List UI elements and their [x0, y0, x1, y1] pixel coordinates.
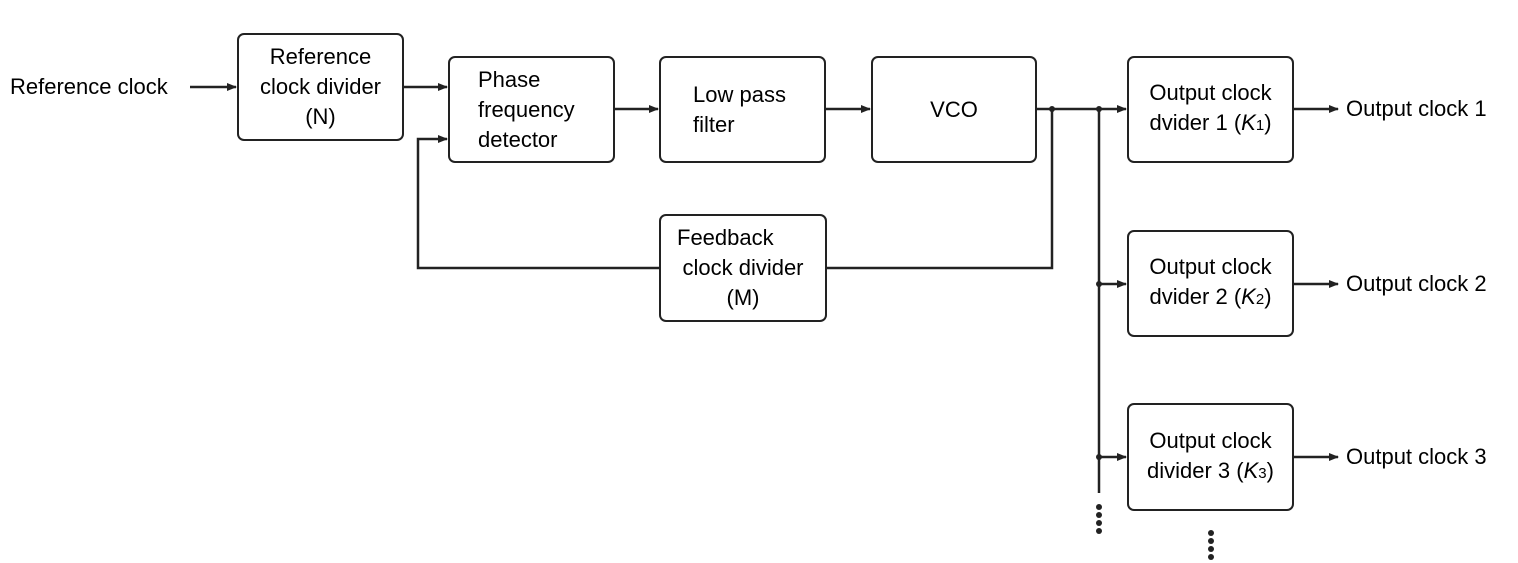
wire-feedback-left — [416, 135, 659, 270]
junction-dot-bus-1 — [1096, 106, 1102, 112]
output-clock-1-label: Output clock 1 — [1346, 96, 1487, 121]
out-div-1-line-1: Output clock — [1149, 80, 1272, 105]
vco-block: VCO — [871, 56, 1037, 163]
output-clock-divider-2-block: Output clock dvider 2 (K2) — [1127, 230, 1294, 337]
reference-clock-divider-block: Reference clock divider (N) — [237, 33, 404, 141]
ref-divider-line-1: Reference — [269, 44, 372, 69]
bus-continuation-ellipsis — [1096, 504, 1102, 536]
lpf-line-1: Low pass — [693, 81, 786, 107]
out-div-2-line-2: dvider 2 (K2) — [1149, 284, 1272, 309]
feedback-line-1: Feedback — [677, 225, 774, 250]
out-div-2-line-1: Output clock — [1149, 254, 1272, 279]
feedback-line-3: (M) — [726, 285, 760, 310]
phase-frequency-detector-block: Phase frequency detector — [448, 56, 615, 163]
junction-dot-vco — [1049, 106, 1055, 112]
reference-clock-label: Reference clock — [10, 74, 168, 99]
junction-dot-bus-2 — [1096, 281, 1102, 287]
output-clock-divider-1-block: Output clock dvider 1 (K1) — [1127, 56, 1294, 163]
low-pass-filter-block: Low pass filter — [659, 56, 826, 163]
out-div-1-line-2: dvider 1 (K1) — [1149, 110, 1272, 135]
wire-feedback-right — [827, 109, 1054, 270]
output-clock-divider-3-block: Output clock divider 3 (K3) — [1127, 403, 1294, 511]
lpf-line-2: filter — [693, 111, 735, 137]
out-div-3-line-1: Output clock — [1149, 427, 1272, 453]
vco-label: VCO — [930, 96, 978, 122]
out-div-3-line-2: divider 3 (K3) — [1147, 457, 1274, 483]
output-clock-3-label: Output clock 3 — [1346, 444, 1487, 469]
output-clock-2-label: Output clock 2 — [1346, 271, 1487, 296]
ref-divider-line-2: clock divider — [259, 74, 382, 99]
pfd-line-1: Phase — [478, 66, 541, 92]
pfd-line-3: detector — [478, 126, 558, 152]
pfd-line-2: frequency — [478, 96, 575, 122]
divider-continuation-ellipsis — [1208, 530, 1214, 562]
feedback-clock-divider-block: Feedback clock divider (M) — [659, 214, 827, 322]
feedback-line-2: clock divider — [682, 255, 804, 280]
ref-divider-line-3: (N) — [305, 104, 336, 129]
junction-dot-bus-3 — [1096, 454, 1102, 460]
